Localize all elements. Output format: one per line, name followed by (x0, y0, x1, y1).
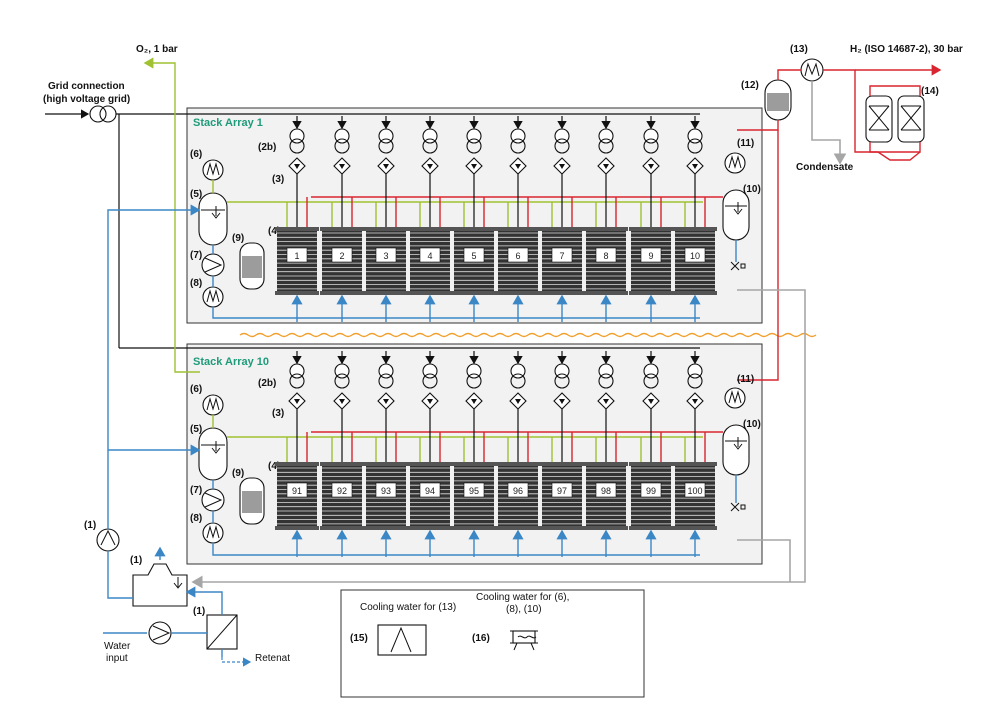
stack-column: 10 (673, 116, 717, 322)
tag-6-bottom: (6) (190, 384, 202, 395)
stack-number: 10 (690, 251, 700, 261)
stack-column: 93 (364, 351, 408, 557)
tag-11-bottom: (11) (737, 374, 754, 385)
product-cooler-icon (800, 58, 824, 82)
stack-column: 6 (496, 116, 540, 322)
stack-column: 4 (408, 116, 452, 322)
stack-column: 9 (629, 116, 673, 322)
section-divider (239, 332, 817, 338)
grid-connection-label-1: Grid connection (48, 81, 125, 92)
stack-number: 4 (427, 251, 432, 261)
array-title-top: Stack Array 1 (193, 117, 263, 129)
stack-column: 99 (629, 351, 673, 557)
tag-14: (14) (921, 86, 939, 97)
tag-1-circ-pump: (1) (84, 520, 96, 531)
tag-4-bottom: (4) (268, 461, 280, 472)
tag-3-bottom: (3) (272, 408, 284, 419)
stack-row-array-1: 1 2 3 4 5 6 7 8 9 10 (227, 116, 723, 322)
tag-8-bottom: (8) (190, 513, 202, 524)
water-input-label-2: input (106, 653, 128, 664)
array-title-bottom: Stack Array 10 (193, 356, 269, 368)
tag-1-membrane: (1) (193, 606, 205, 617)
adsorber-columns-icon (865, 95, 925, 143)
legend-cooling-6-8-10-line2: (8), (10) (506, 604, 542, 615)
stack-number: 94 (425, 486, 435, 496)
stack-number: 98 (601, 486, 611, 496)
tag-7-top: (7) (190, 250, 202, 261)
tag-9-bottom: (9) (232, 468, 244, 479)
tag-5-top: (5) (190, 189, 202, 200)
stack-number: 97 (557, 486, 567, 496)
tag-3-top: (3) (272, 174, 284, 185)
tag-10-bottom: (10) (743, 419, 761, 430)
array-1-equipment (198, 152, 750, 308)
tag-15: (15) (350, 633, 368, 644)
stack-column: 97 (540, 351, 584, 557)
stack-column: 96 (496, 351, 540, 557)
stack-column: 7 (540, 116, 584, 322)
stack-number: 91 (292, 486, 302, 496)
stack-column: 95 (452, 351, 496, 557)
stack-number: 1 (294, 251, 299, 261)
stack-number: 93 (381, 486, 391, 496)
stack-column: 1 (275, 116, 319, 322)
legend-cooling-6-8-10-line1: Cooling water for (6), (476, 592, 569, 603)
stack-number: 8 (603, 251, 608, 261)
tag-7-bottom: (7) (190, 485, 202, 496)
stack-column: 2 (320, 116, 364, 322)
tag-4-top: (4) (268, 226, 280, 237)
stack-number: 92 (337, 486, 347, 496)
tag-8-top: (8) (190, 278, 202, 289)
retenat-label: Retenat (255, 653, 290, 664)
main-transformer-icon (89, 105, 117, 123)
tag-13: (13) (790, 44, 808, 55)
gas-dryer-vessel-icon (764, 79, 792, 121)
stack-number: 95 (469, 486, 479, 496)
oxygen-output-label: O₂, 1 bar (136, 44, 178, 55)
array-10-equipment (198, 387, 750, 544)
stack-number: 7 (559, 251, 564, 261)
stack-number: 5 (471, 251, 476, 261)
stack-number: 96 (513, 486, 523, 496)
tag-10-top: (10) (743, 184, 761, 195)
stack-column: 100 (673, 351, 717, 557)
stack-number: 9 (648, 251, 653, 261)
stack-column: 94 (408, 351, 452, 557)
tag-2b-top: (2b) (258, 142, 276, 153)
dry-cooler-icon (510, 630, 538, 651)
stack-column: 5 (452, 116, 496, 322)
stack-row-array-10: 91 92 93 94 95 96 97 98 99 100 (227, 351, 723, 557)
stack-number: 2 (339, 251, 344, 261)
stack-column: 91 (275, 351, 319, 557)
water-treatment (96, 528, 238, 650)
stack-number: 6 (515, 251, 520, 261)
stack-column: 8 (584, 116, 628, 322)
tag-9-top: (9) (232, 233, 244, 244)
grid-connection-label-2: (high voltage grid) (43, 94, 130, 105)
stack-number: 99 (646, 486, 656, 496)
tag-1-tank: (1) (130, 555, 142, 566)
tag-6-top: (6) (190, 149, 202, 160)
stack-column: 98 (584, 351, 628, 557)
stack-number: 100 (687, 486, 702, 496)
condensate-label: Condensate (796, 162, 854, 173)
tag-11-top: (11) (737, 138, 754, 149)
tag-12: (12) (741, 80, 759, 91)
legend-cooling-13: Cooling water for (13) (360, 602, 456, 613)
tag-16: (16) (472, 633, 490, 644)
hydrogen-output-label: H₂ (ISO 14687-2), 30 bar (850, 44, 963, 55)
stack-column: 3 (364, 116, 408, 322)
water-input-label-1: Water (104, 641, 131, 652)
cooling-tower-icon (377, 624, 427, 656)
stack-number: 3 (383, 251, 388, 261)
stack-column: 92 (320, 351, 364, 557)
tag-5-bottom: (5) (190, 424, 202, 435)
tag-2b-bottom: (2b) (258, 378, 276, 389)
